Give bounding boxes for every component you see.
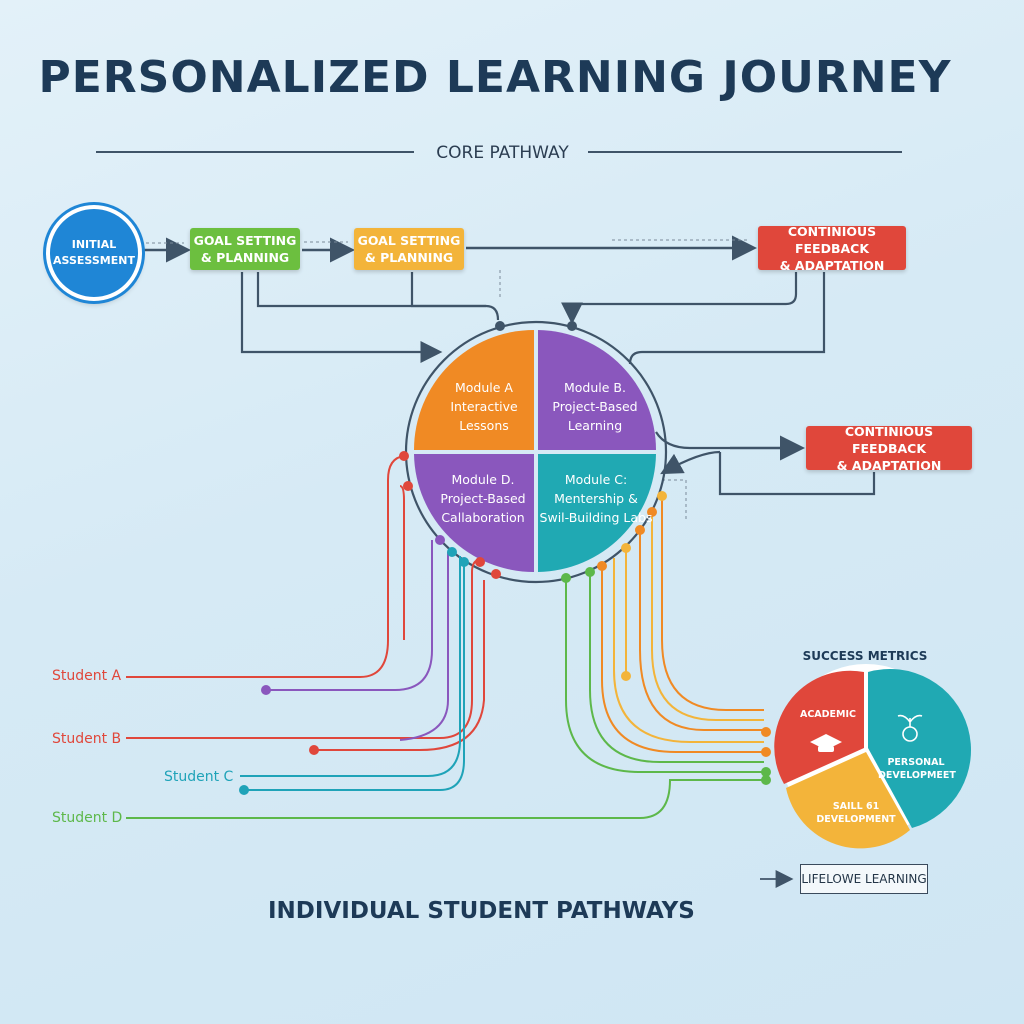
page-title: PERSONALIZED LEARNING JOURNEY (38, 52, 952, 103)
student-b-label[interactable]: Student B (52, 731, 122, 747)
student-a-label[interactable]: Student A (52, 668, 122, 684)
lifelong-learning-box[interactable]: LIFELOWE LEARNING (800, 864, 928, 894)
module-b-label[interactable]: Module B. Project-Based Learning (552, 380, 638, 433)
success-metrics-title: SUCCESS METRICS (802, 649, 928, 663)
academic-segment-label: ACADEMIC (799, 709, 856, 720)
module-c-label[interactable]: Module C: Mentership & Swil-Building Lab… (539, 472, 653, 525)
feedback-node-1[interactable]: CONTINIOUS FEEDBACK & ADAPTATION (758, 224, 906, 273)
hub-ring (404, 320, 668, 584)
dotted-guides (146, 239, 748, 520)
skill-development-label: SAILL 61 DEVELOPMENT (816, 801, 896, 825)
goal-setting-node-1[interactable]: GOAL SETTING & PLANNING (190, 228, 300, 270)
core-flow-arrows (140, 235, 805, 461)
graduation-cap-icon (810, 734, 842, 752)
module-d-label[interactable]: Module D. Project-Based Callaboration (440, 472, 526, 525)
success-pie (774, 664, 971, 849)
sprout-gear-icon (897, 714, 923, 742)
core-pathway-label: CORE PATHWAY (436, 143, 569, 163)
loop-connectors (240, 272, 876, 496)
personal-development-label: PERSONAL DEVELOPMEET (878, 757, 956, 781)
individual-pathways-heading: INDIVIDUAL STUDENT PATHWAYS (268, 898, 695, 924)
student-curves (126, 455, 764, 819)
hub-quadrants (414, 330, 656, 572)
ring-nodes (239, 321, 771, 795)
goal-setting-node-2[interactable]: GOAL SETTING & PLANNING (354, 228, 464, 270)
module-a-label[interactable]: Module A Interactive Lessons (450, 380, 518, 433)
initial-assessment-node[interactable]: INITIAL ASSESSMENT (46, 205, 142, 301)
student-d-label[interactable]: Student D (52, 810, 123, 826)
feedback-node-2[interactable]: CONTINIOUS FEEDBACK & ADAPTATION (806, 424, 972, 473)
student-c-label[interactable]: Student C (164, 769, 234, 785)
